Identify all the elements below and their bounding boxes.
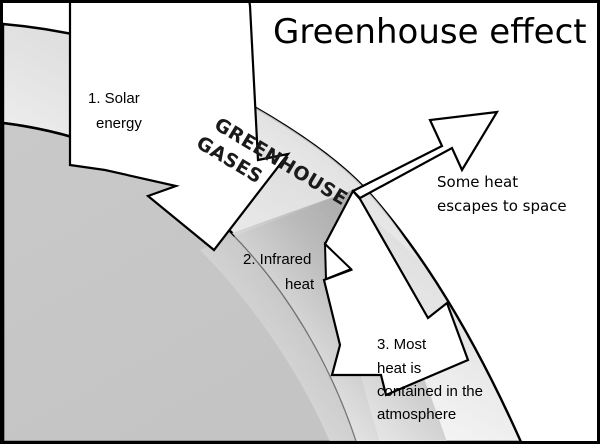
contained-heat-label-line1: 3. Most [377, 336, 427, 353]
solar-energy-arrow [68, 2, 291, 252]
infrared-heat-label-line1: 2. Infrared [243, 251, 311, 268]
contained-heat-label-line3: contained in the [377, 383, 483, 400]
contained-heat-arrow-notch [323, 241, 353, 281]
contained-heat-label-line2: heat is [377, 360, 421, 377]
infrared-heat-label-line2: heat [285, 276, 315, 293]
heat-escapes-label-line2: escapes to space [437, 197, 567, 215]
heat-escapes-arrow [351, 110, 500, 200]
page-title: Greenhouse effect [273, 12, 587, 52]
solar-energy-label-line2: energy [96, 115, 142, 132]
heat-escapes-label-line1: Some heat [437, 173, 518, 191]
solar-energy-label-line1: 1. Solar [88, 90, 140, 107]
contained-heat-label-line4: atmosphere [377, 406, 456, 423]
